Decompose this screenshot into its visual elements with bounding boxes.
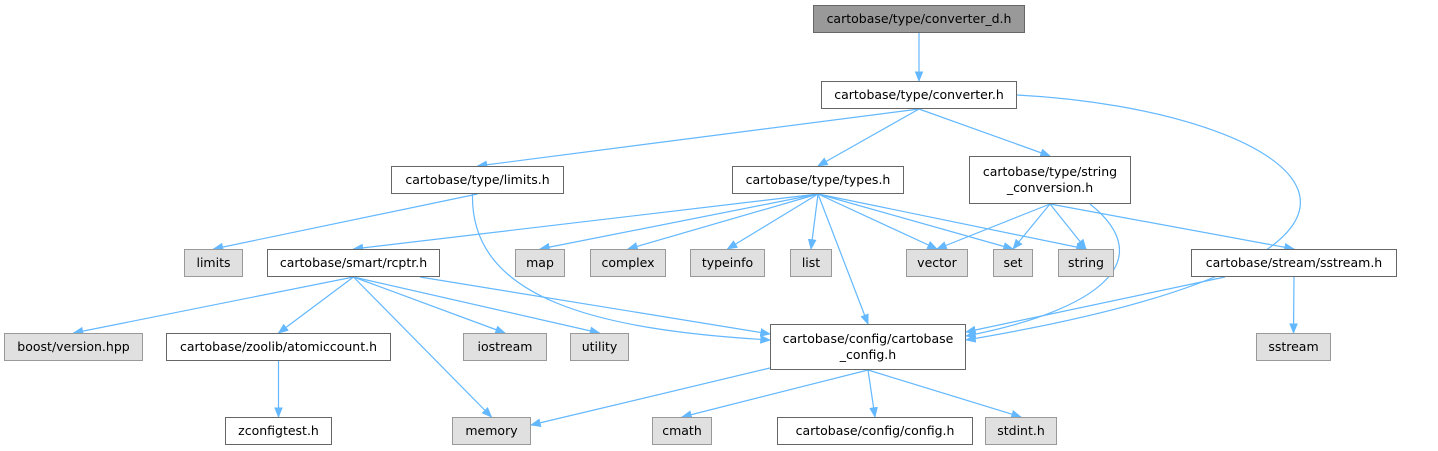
edge-rcptr-to-atomiccount <box>277 276 354 334</box>
edge-rcptr-to-boost-version <box>72 276 354 336</box>
node-converter-d[interactable]: cartobase/type/converter_d.h <box>813 5 1025 33</box>
node-boost-version: boost/version.hpp <box>4 333 143 361</box>
node-typeinfo: typeinfo <box>690 249 765 277</box>
node-config[interactable]: cartobase/config/config.h <box>777 417 973 445</box>
edge-sstream-h-to-cartobase-config <box>964 276 1226 335</box>
node-vector: vector <box>906 249 968 277</box>
node-map: map <box>515 249 565 277</box>
node-cartobase-config[interactable]: cartobase/config/cartobase _config.h <box>770 324 966 370</box>
node-cmath: cmath <box>652 417 712 445</box>
edge-rcptr-to-iostream <box>353 276 507 334</box>
edge-cartobase-config-to-config <box>867 369 878 419</box>
edge-converter-to-string-conversion <box>918 108 1052 157</box>
node-limits-h[interactable]: cartobase/type/limits.h <box>391 166 564 194</box>
edge-types-to-map <box>538 193 819 252</box>
edge-string-conversion-to-set <box>1012 203 1051 250</box>
node-complex: complex <box>590 249 666 277</box>
edge-converter-to-cartobase-config <box>964 94 1301 343</box>
node-types[interactable]: cartobase/type/types.h <box>732 166 904 194</box>
node-converter[interactable]: cartobase/type/converter.h <box>821 81 1017 109</box>
node-memory: memory <box>452 417 531 445</box>
node-atomiccount[interactable]: cartobase/zoolib/atomiccount.h <box>166 333 391 361</box>
edge-limits-h-to-cartobase-config <box>471 193 772 344</box>
node-iostream: iostream <box>463 333 547 361</box>
edge-string-conversion-to-vector <box>935 203 1051 250</box>
node-sstream-h[interactable]: cartobase/stream/sstream.h <box>1191 249 1397 277</box>
edge-cartobase-config-to-memory <box>529 367 771 427</box>
edge-types-to-string <box>817 193 1088 252</box>
edge-types-to-typeinfo <box>726 193 819 250</box>
edge-limits-h-to-limits <box>212 193 478 252</box>
node-zconfigtest[interactable]: zconfigtest.h <box>225 417 332 445</box>
node-stdint: stdint.h <box>985 417 1057 445</box>
edge-cartobase-config-to-cmath <box>680 369 869 419</box>
node-sstream: sstream <box>1256 333 1331 361</box>
edge-string-conversion-to-sstream-h <box>1049 203 1296 252</box>
node-string-conversion[interactable]: cartobase/type/string _conversion.h <box>969 156 1131 204</box>
edge-converter-to-types <box>817 108 920 167</box>
node-list: list <box>790 249 832 277</box>
edge-string-conversion-to-string <box>1049 203 1087 250</box>
node-set: set <box>993 249 1033 277</box>
node-string: string <box>1058 249 1114 277</box>
edge-rcptr-to-cartobase-config <box>419 276 772 337</box>
node-utility: utility <box>570 333 629 361</box>
edge-types-to-set <box>817 193 1015 251</box>
edge-types-to-cartobase-config <box>817 193 869 326</box>
edge-types-to-complex <box>626 193 819 251</box>
edge-types-to-vector <box>817 193 938 250</box>
node-rcptr[interactable]: cartobase/smart/rcptr.h <box>267 249 440 277</box>
edge-sstream-h-to-sstream <box>1289 276 1298 335</box>
edge-rcptr-to-memory <box>353 276 493 418</box>
node-limits: limits <box>184 249 243 277</box>
edge-types-to-rcptr <box>352 193 819 253</box>
edge-types-to-list <box>807 193 819 251</box>
edge-cartobase-config-to-stdint <box>867 369 1023 419</box>
edge-string-conversion-to-cartobase-config <box>964 203 1121 339</box>
edge-converter-to-limits-h <box>476 108 920 170</box>
edge-rcptr-to-utility <box>353 276 601 336</box>
